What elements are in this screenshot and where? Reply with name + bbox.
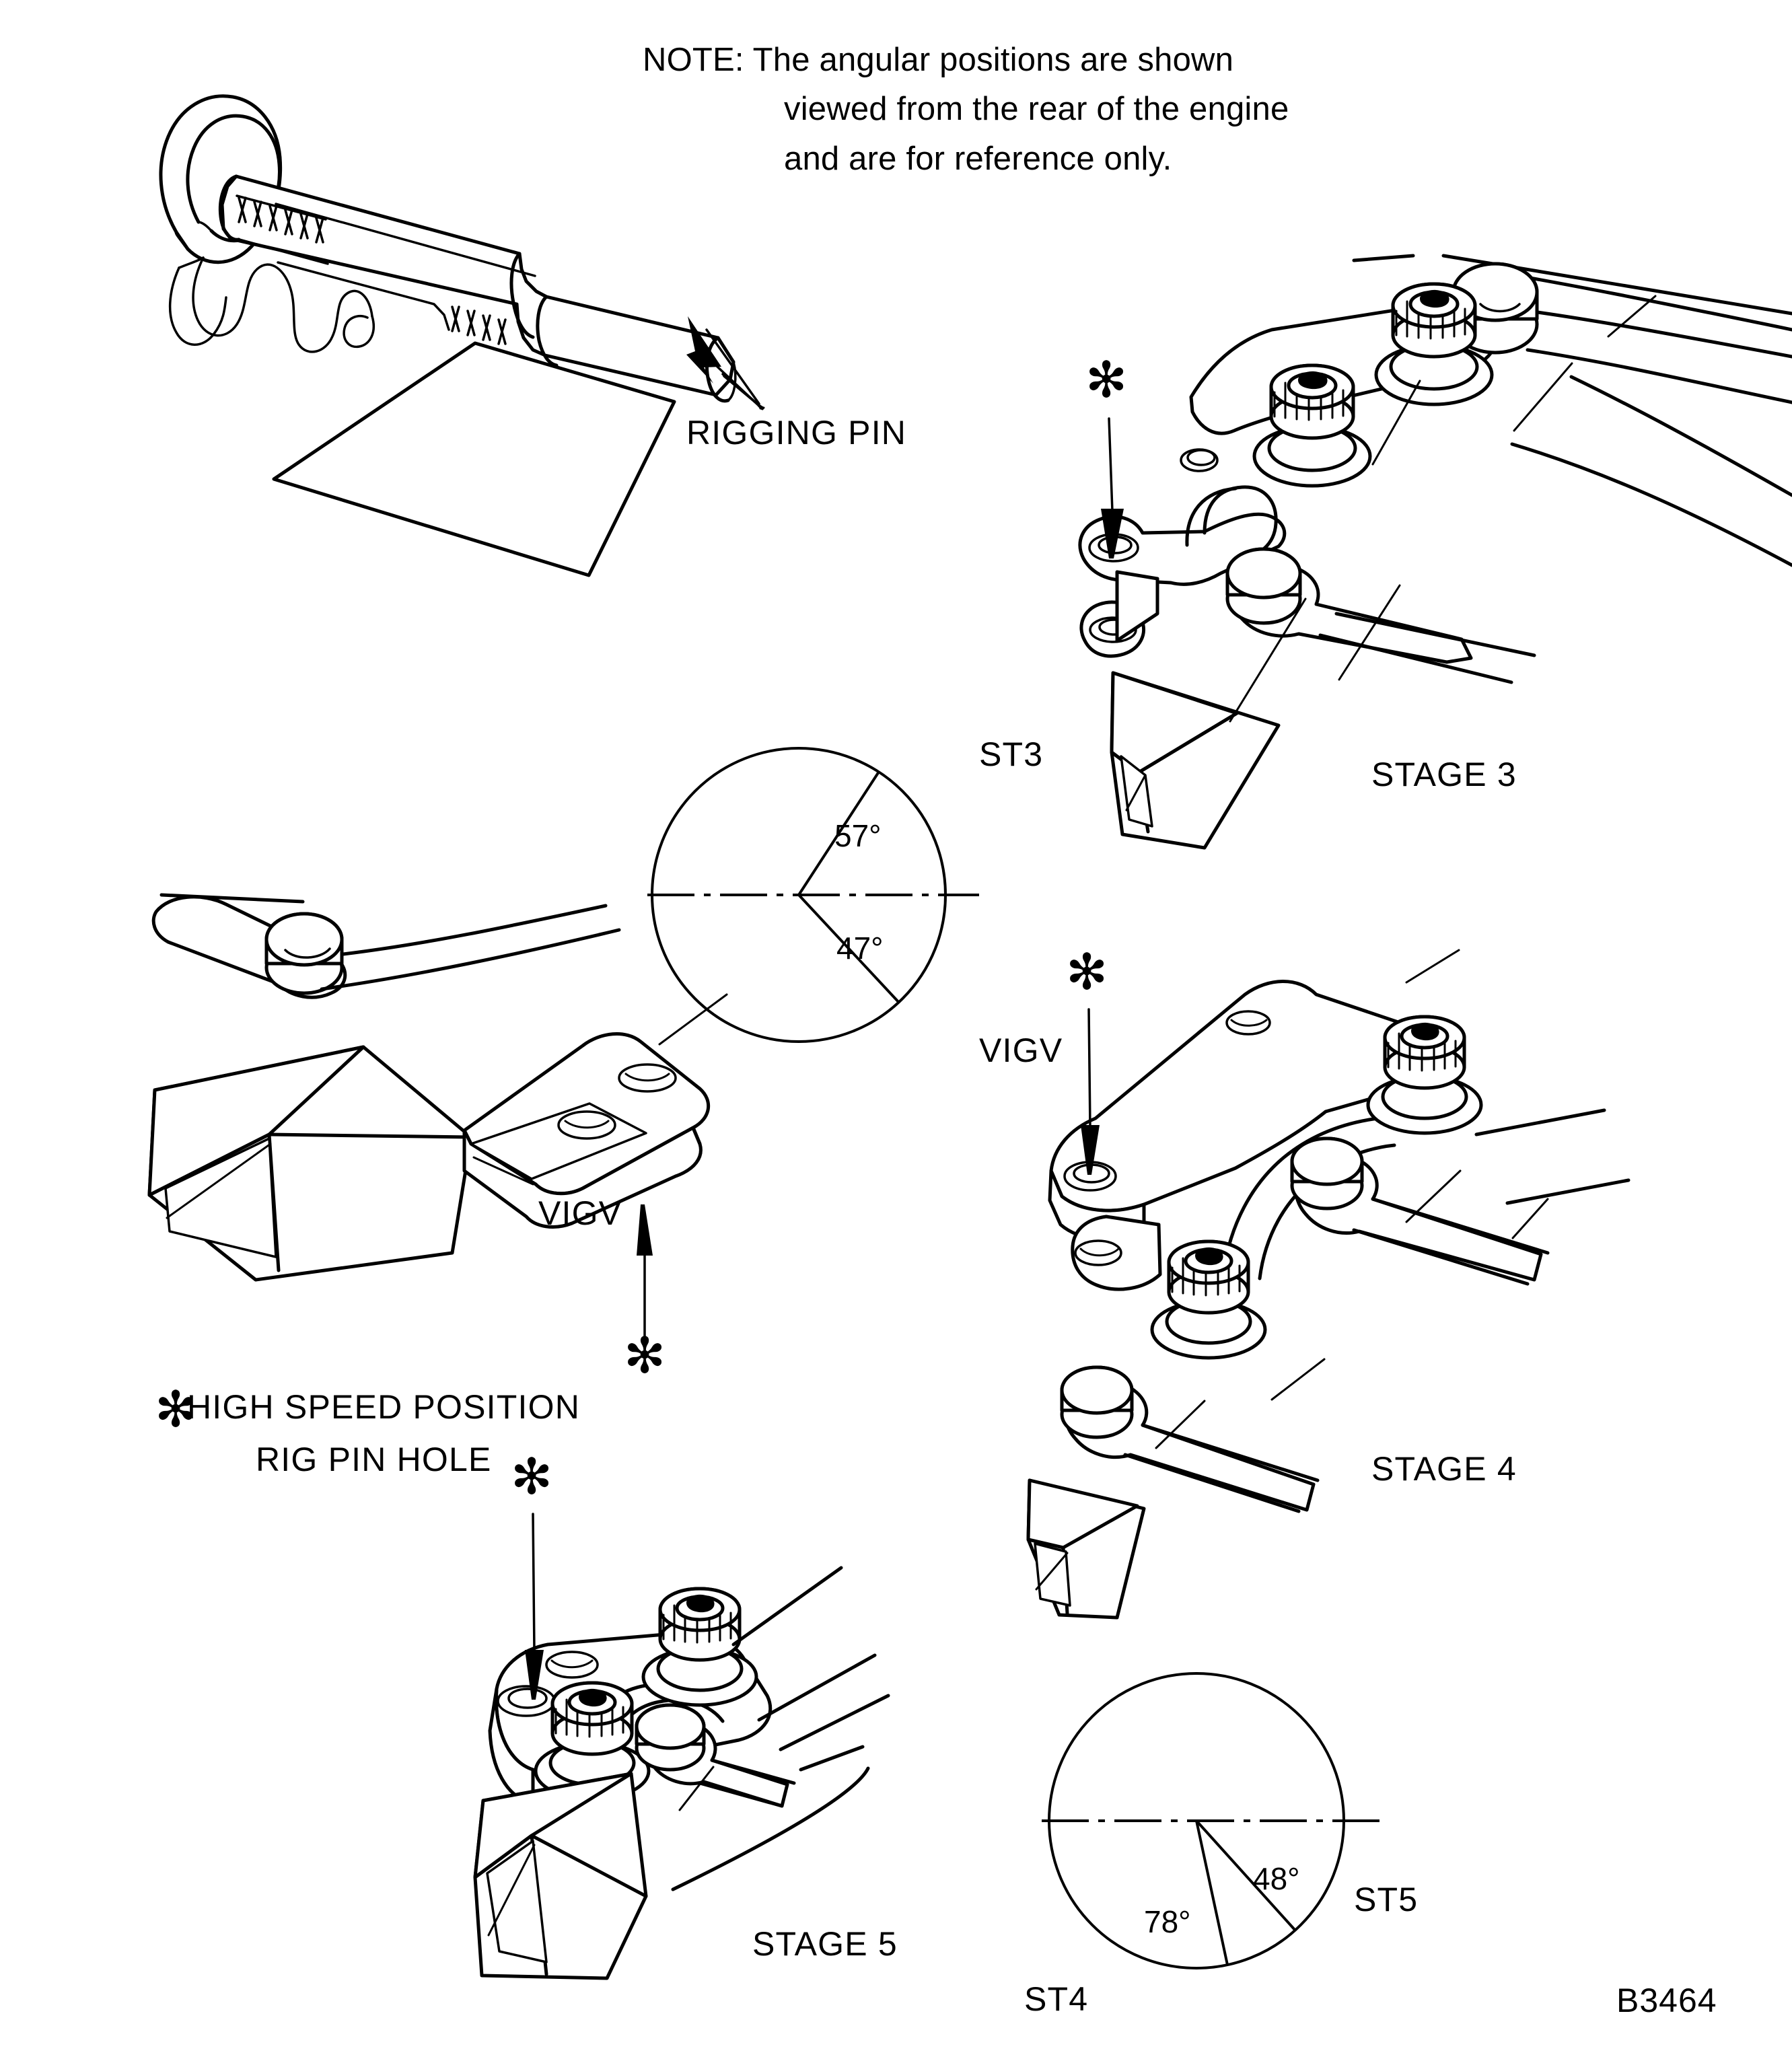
legend-line-1: HIGH SPEED POSITION — [187, 1388, 580, 1426]
stage-4-label: STAGE 4 — [1371, 1450, 1517, 1488]
angle-value-vigv: 47° — [836, 931, 884, 966]
asterisk-symbol-stage5: ✻ — [511, 1448, 552, 1506]
stage-5-label: STAGE 5 — [752, 1925, 898, 1963]
stage-4-assembly: ✻ STAGE 4 — [1026, 943, 1630, 1620]
square-tube-stage4 — [1026, 1478, 1146, 1620]
note-line-2: viewed from the rear of the engine — [784, 91, 1289, 127]
splined-nut-upper — [1374, 282, 1494, 406]
vigv-rig-pin-lug — [462, 1032, 711, 1229]
asterisk-symbol-stage3: ✻ — [1085, 351, 1127, 409]
radius-st3 — [797, 770, 880, 896]
stage-3-assembly: ✻ STAGE 3 — [1078, 254, 1792, 850]
legend-asterisk: ✻ — [155, 1381, 196, 1439]
angle-value-st3: 57° — [834, 818, 882, 853]
vigv-bracket-illustration: ✻ VIGV — [147, 893, 728, 1385]
angle-label-vigv: VIGV — [979, 1032, 1063, 1069]
lanyard-cord — [168, 256, 375, 353]
figure-code: B3464 — [1616, 1982, 1717, 2019]
identification-tag — [272, 341, 676, 577]
note-line-3: and are for reference only. — [784, 141, 1172, 177]
vigv-bracket-label: VIGV — [538, 1194, 622, 1232]
angle-label-st5: ST5 — [1354, 1881, 1418, 1918]
legend-line-2: RIG PIN HOLE — [256, 1441, 492, 1478]
asterisk-symbol-vigv: ✻ — [624, 1327, 666, 1385]
splined-nut-stage5-upper — [641, 1587, 758, 1707]
angle-value-st4: 78° — [1144, 1904, 1191, 1939]
splined-nut-lower — [1252, 363, 1372, 488]
stage-3-label: STAGE 3 — [1371, 756, 1517, 793]
legend-block: ✻ HIGH SPEED POSITION RIG PIN HOLE — [155, 1381, 580, 1478]
note-block: NOTE: The angular positions are shown vi… — [643, 42, 1289, 177]
square-tube-vigv — [147, 1045, 473, 1282]
note-line-1: NOTE: The angular positions are shown — [643, 42, 1233, 78]
square-tube-stage5 — [473, 1772, 648, 1980]
angle-label-st3: ST3 — [979, 735, 1043, 773]
asterisk-symbol-stage4: ✻ — [1066, 943, 1108, 1001]
rigging-pin-label: RIGGING PIN — [686, 414, 906, 451]
rigging-pin-leader — [686, 316, 765, 410]
splined-nut-stage4-upper — [1366, 1015, 1483, 1135]
angle-label-st4: ST4 — [1024, 1980, 1088, 2018]
angle-diagram-st3-vigv: 57° 47° ST3 VIGV — [647, 735, 1063, 1069]
splined-nut-stage4-lower — [1150, 1239, 1267, 1360]
angle-value-st5: 48° — [1253, 1861, 1300, 1896]
radius-st5 — [1195, 1819, 1297, 1932]
stage-5-assembly: ✻ STAGE 5 — [473, 1448, 898, 1980]
rigging-pin-body — [218, 174, 737, 403]
radius-vigv — [797, 894, 900, 1004]
angle-diagram-st4-st5: 48° 78° ST5 ST4 — [1024, 1672, 1418, 2018]
rigging-pin-illustration: RIGGING PIN — [159, 94, 906, 577]
radius-st4 — [1195, 1820, 1229, 1965]
square-tube-stage3 — [1110, 671, 1281, 850]
